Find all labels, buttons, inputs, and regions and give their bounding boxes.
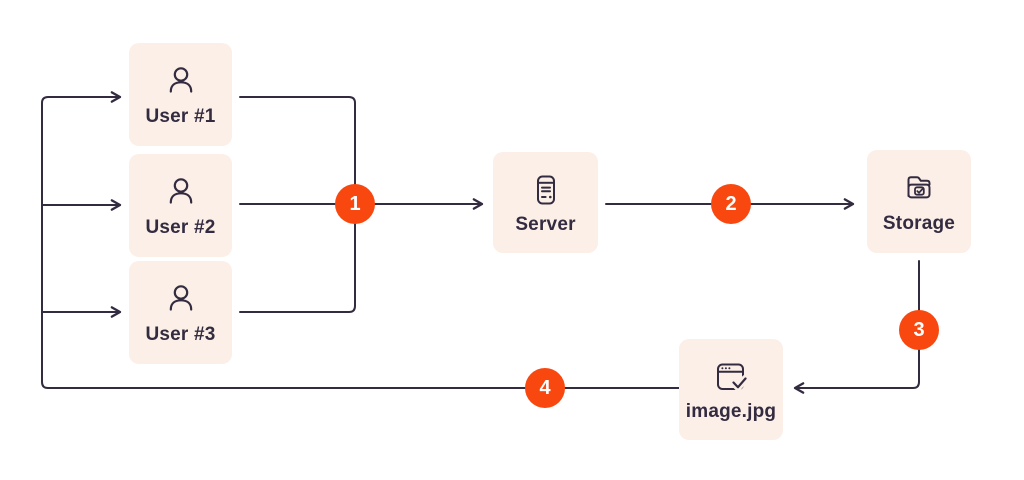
user-icon (161, 173, 201, 213)
node-user-3: User #3 (129, 261, 232, 364)
node-user-2-label: User #2 (145, 216, 216, 238)
node-user-1: User #1 (129, 43, 232, 146)
node-storage: Storage (867, 150, 971, 253)
user-icon (161, 280, 201, 320)
node-user-1-label: User #1 (145, 105, 216, 127)
step-badge-1: 1 (335, 184, 375, 224)
node-server: Server (493, 152, 598, 253)
window-check-icon (709, 357, 753, 397)
connector-feedback-rail (41, 91, 680, 389)
connector-storage-to-image (793, 260, 920, 394)
node-image-file: image.jpg (679, 339, 783, 440)
server-icon (526, 170, 566, 210)
node-server-label: Server (515, 213, 576, 235)
node-image-file-label: image.jpg (685, 400, 777, 422)
step-badge-2: 2 (711, 184, 751, 224)
node-storage-label: Storage (882, 212, 956, 234)
step-badge-4: 4 (525, 368, 565, 408)
node-user-2: User #2 (129, 154, 232, 257)
user-icon (161, 62, 201, 102)
node-user-3-label: User #3 (145, 323, 216, 345)
step-badge-3: 3 (899, 310, 939, 350)
folder-check-icon (898, 169, 940, 209)
